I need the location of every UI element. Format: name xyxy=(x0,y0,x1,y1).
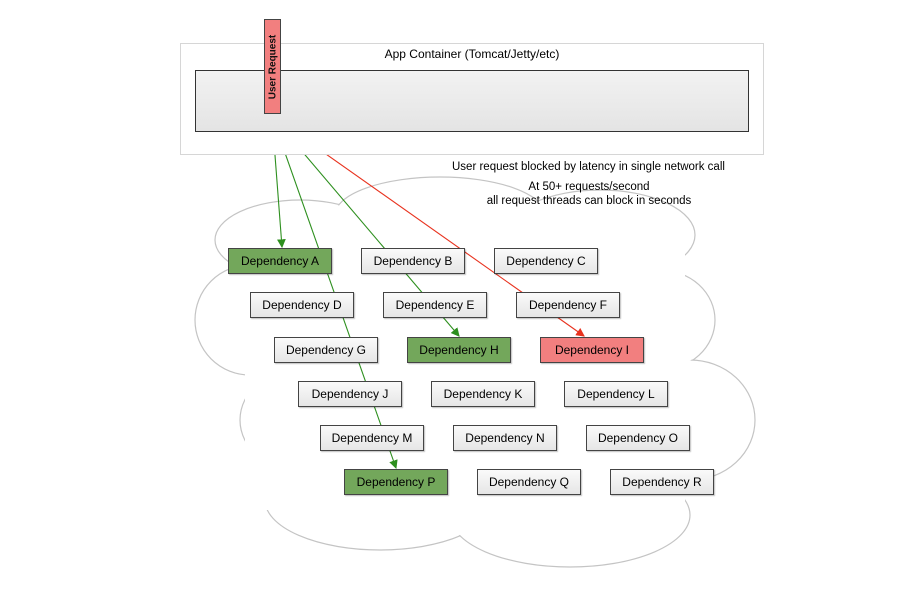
dependency-c-box: Dependency C xyxy=(494,248,598,274)
dependency-h-box: Dependency H xyxy=(407,337,511,363)
dependency-g-box: Dependency G xyxy=(274,337,378,363)
dependency-cloud xyxy=(194,176,756,568)
app-container-body xyxy=(195,70,749,132)
user-request-box: User Request xyxy=(264,19,281,114)
dependency-n-box: Dependency N xyxy=(453,425,557,451)
dependency-m-box: Dependency M xyxy=(320,425,424,451)
dependency-p-box: Dependency P xyxy=(344,469,448,495)
dependency-j-box: Dependency J xyxy=(298,381,402,407)
dependency-o-box: Dependency O xyxy=(586,425,690,451)
user-request-label: User Request xyxy=(267,34,278,99)
dependency-b-box: Dependency B xyxy=(361,248,465,274)
app-container-title: App Container (Tomcat/Jetty/etc) xyxy=(384,47,560,61)
note-blocked-latency: User request blocked by latency in singl… xyxy=(452,161,725,173)
dependency-r-box: Dependency R xyxy=(610,469,714,495)
dependency-e-box: Dependency E xyxy=(383,292,487,318)
dependency-k-box: Dependency K xyxy=(431,381,535,407)
dependency-q-box: Dependency Q xyxy=(477,469,581,495)
dependency-f-box: Dependency F xyxy=(516,292,620,318)
dependency-l-box: Dependency L xyxy=(564,381,668,407)
dependency-a-box: Dependency A xyxy=(228,248,332,274)
note-requests-rate: At 50+ requests/second xyxy=(528,181,650,193)
note-threads-block: all request threads can block in seconds xyxy=(486,195,692,207)
dependency-d-box: Dependency D xyxy=(250,292,354,318)
dependency-i-box: Dependency I xyxy=(540,337,644,363)
